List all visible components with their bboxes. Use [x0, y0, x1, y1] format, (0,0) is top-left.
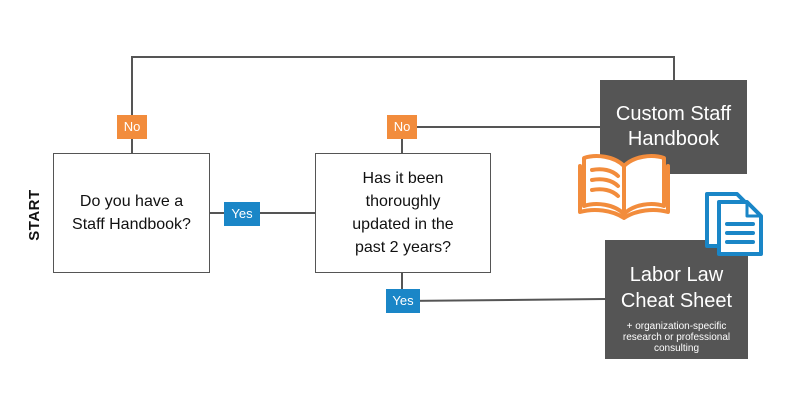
no-badge-updated: No: [387, 115, 417, 139]
result-labor-law-note: + organization-specific research or prof…: [622, 321, 731, 354]
yes-badge-updated: Yes: [386, 289, 420, 313]
result-custom-staff-handbook: Custom Staff Handbook: [600, 80, 747, 174]
result-labor-law-title: Labor Law Cheat Sheet: [620, 264, 733, 312]
question-recently-updated-text: Has it been thoroughly updated in the pa…: [352, 170, 454, 256]
question-have-handbook-text: Do you have a Staff Handbook?: [72, 193, 191, 233]
document-icon: [705, 192, 763, 256]
yes-badge-handbook: Yes: [224, 202, 260, 226]
connector-yes-updated: [401, 273, 606, 303]
start-label: START: [26, 189, 43, 241]
connector-no-handbook: [131, 56, 675, 153]
result-labor-law-cheat-sheet: Labor Law Cheat Sheet + organization-spe…: [605, 240, 748, 359]
question-have-handbook: Do you have a Staff Handbook?: [53, 153, 210, 273]
no-badge-handbook: No: [117, 115, 147, 139]
open-book-icon: [578, 154, 670, 220]
question-recently-updated: Has it been thoroughly updated in the pa…: [315, 153, 491, 273]
result-custom-staff-handbook-title: Custom Staff Handbook: [615, 103, 732, 150]
connector-no-updated: [401, 126, 600, 153]
